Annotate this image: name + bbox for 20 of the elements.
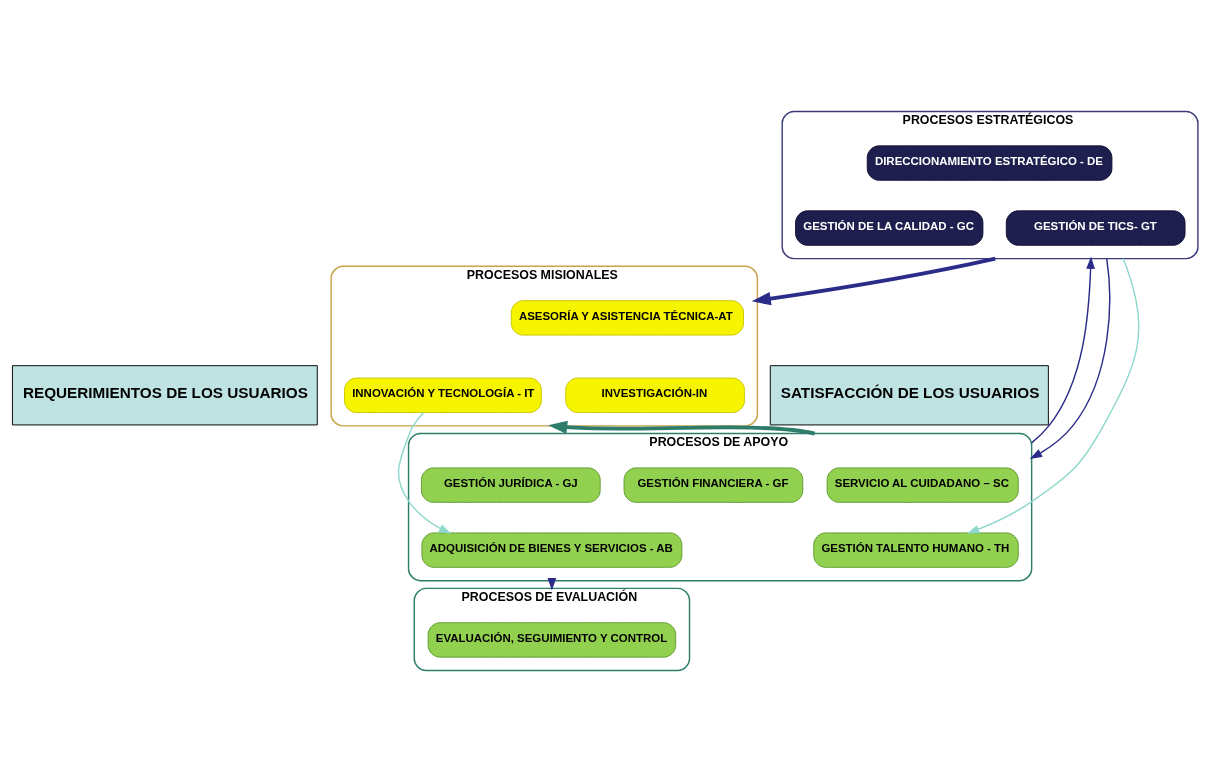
node-box: GESTIÓN FINANCIERA - GF <box>623 467 804 503</box>
arrow <box>1030 256 1095 444</box>
arrow <box>966 257 1140 534</box>
node-box: GESTIÓN DE LA CALIDAD - GC <box>795 210 984 246</box>
node-box: ADQUISICIÓN DE BIENES Y SERVICIOS - AB <box>421 532 683 568</box>
arrow <box>1029 257 1111 459</box>
node-box: DIRECCIONAMIENTO ESTRATÉGICO - DE <box>866 145 1113 181</box>
arrow <box>548 420 816 436</box>
node-box: SERVICIO AL CUIDADANO – SC <box>826 467 1019 503</box>
node-box: REQUERIMIENTOS DE LOS USUARIOS <box>11 365 318 426</box>
node-box: INNOVACIÓN Y TECNOLOGÍA - IT <box>344 377 542 413</box>
node-box: EVALUACIÓN, SEGUIMIENTO Y CONTROL <box>427 622 677 658</box>
node-box: SATISFACCIÓN DE LOS USUARIOS <box>769 365 1049 426</box>
arrow <box>397 411 452 534</box>
node-box: GESTIÓN JURÍDICA - GJ <box>420 467 601 503</box>
node-box: GESTIÓN TALENTO HUMANO - TH <box>813 532 1019 568</box>
node-box: GESTIÓN DE TICS- GT <box>1005 210 1186 246</box>
node-box: ASESORÍA Y ASISTENCIA TÉCNICA-AT <box>510 300 744 336</box>
node-box: INVESTIGACIÓN-IN <box>565 377 745 413</box>
arrow <box>751 256 996 306</box>
